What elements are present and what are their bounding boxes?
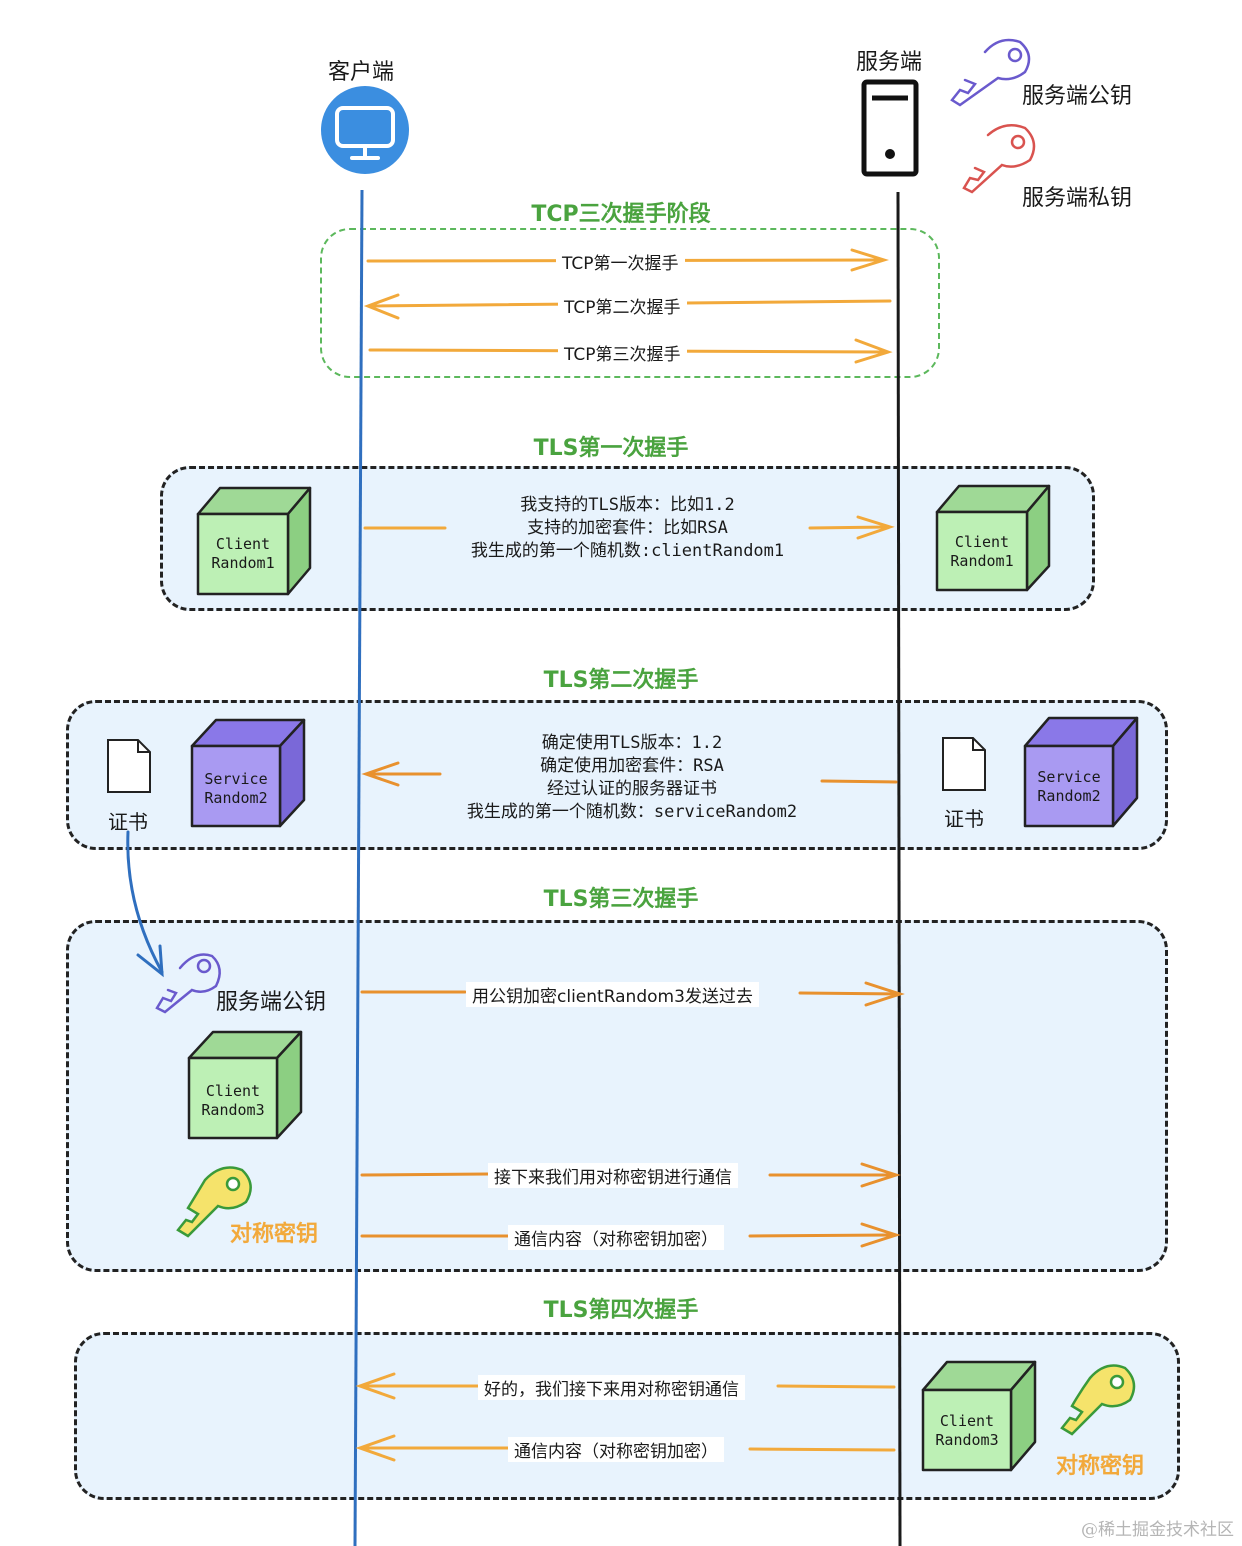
tls2-title: TLS第二次握手 — [543, 668, 699, 693]
tls3-public-key-label: 服务端公钥 — [216, 990, 327, 1015]
client-monitor-icon — [321, 86, 409, 174]
client-lifeline — [353, 189, 364, 1546]
cube-tls3 — [187, 1030, 303, 1140]
cube-text-line: Service — [1037, 768, 1101, 786]
tls1-line-1: 我支持的TLS版本：比如1.2 — [520, 495, 735, 515]
cube-tls1-right — [935, 484, 1051, 592]
cube-text-line: Random3 — [201, 1101, 265, 1119]
cube-text-line: Random1 — [950, 552, 1014, 570]
server-lifeline — [896, 191, 902, 1546]
cube-text-line: Random2 — [204, 789, 268, 807]
tls4-symmetric-key-icon — [1060, 1364, 1136, 1436]
cert-label-left: 证书 — [108, 810, 148, 834]
cube-text-line: Random2 — [1037, 787, 1101, 805]
cube-tls4 — [921, 1360, 1037, 1472]
public-key-icon — [950, 38, 1031, 107]
tls3-public-key-icon — [155, 953, 221, 1014]
cube-tls2-right — [1023, 716, 1139, 828]
tls1-title: TLS第一次握手 — [533, 436, 689, 461]
private-key-icon — [962, 123, 1036, 194]
public-key-label: 服务端公钥 — [1022, 84, 1133, 109]
cert-to-key-arrow — [126, 830, 164, 978]
cube-text-line: Random1 — [211, 554, 275, 572]
tcp-phase-box — [320, 228, 940, 378]
tls2-message: 确定使用TLS版本：1.2 确定使用加密套件：RSA 经过认证的服务器证书 我生… — [430, 732, 834, 824]
private-key-label: 服务端私钥 — [1022, 186, 1133, 211]
server-icon — [861, 79, 919, 177]
tls3-msg-1: 用公钥加密clientRandom3发送过去 — [466, 982, 759, 1007]
tls2-line-1: 确定使用TLS版本：1.2 — [541, 733, 723, 753]
tls4-symmetric-key-label: 对称密钥 — [1056, 1454, 1145, 1479]
cube-tls2-left — [190, 718, 306, 828]
tls4-title: TLS第四次握手 — [543, 1298, 699, 1323]
tls3-symmetric-key-label: 对称密钥 — [230, 1222, 319, 1247]
cube-tls2-right-label: Service Random2 — [1025, 768, 1113, 806]
cube-text-line: Client — [215, 535, 271, 553]
tls1-line-2: 支持的加密套件：比如RSA — [527, 518, 728, 538]
cube-tls2-left-label: Service Random2 — [192, 770, 280, 808]
tcp-msg-1: TCP第一次握手 — [556, 249, 685, 274]
cube-text-line: Random3 — [935, 1431, 999, 1449]
cert-doc-icon-right — [942, 737, 986, 791]
cube-tls3-label: Client Random3 — [189, 1082, 277, 1120]
tls1-line-3: 我生成的第一个随机数:clientRandom1 — [470, 541, 785, 561]
cube-tls1-right-label: Client Random1 — [937, 533, 1027, 571]
cube-tls1-left-label: Client Random1 — [198, 535, 288, 573]
tls4-msg-1: 好的，我们接下来用对称密钥通信 — [478, 1375, 745, 1400]
cube-text-line: Service — [204, 770, 268, 788]
tls3-msg-3: 通信内容（对称密钥加密） — [508, 1225, 724, 1250]
tls2-line-4: 我生成的第一个随机数：serviceRandom2 — [466, 802, 798, 822]
tls3-box — [66, 920, 1168, 1272]
cube-text-line: Client — [954, 533, 1010, 551]
tls1-message: 我支持的TLS版本：比如1.2 支持的加密套件：比如RSA 我生成的第一个随机数… — [440, 494, 815, 563]
tls3-msg-2: 接下来我们用对称密钥进行通信 — [488, 1163, 738, 1188]
cube-text-line: Client — [205, 1082, 261, 1100]
tls2-line-3: 经过认证的服务器证书 — [547, 779, 717, 799]
client-label: 客户端 — [328, 60, 395, 85]
tcp-title: TCP三次握手阶段 — [531, 202, 711, 227]
tls4-msg-2: 通信内容（对称密钥加密） — [508, 1437, 724, 1462]
cert-doc-icon-left — [107, 739, 151, 793]
tls3-symmetric-key-icon — [176, 1166, 252, 1238]
tls3-title: TLS第三次握手 — [543, 887, 699, 912]
tcp-msg-2: TCP第二次握手 — [558, 293, 687, 318]
cert-label-right: 证书 — [944, 807, 984, 831]
cube-text-line: Client — [939, 1412, 995, 1430]
tls2-line-2: 确定使用加密套件：RSA — [540, 756, 724, 776]
cube-tls1-left — [196, 486, 312, 596]
tcp-msg-3: TCP第三次握手 — [558, 340, 687, 365]
cube-tls4-label: Client Random3 — [923, 1412, 1011, 1450]
watermark: @稀土掘金技术社区 — [1081, 1520, 1234, 1540]
server-label: 服务端 — [856, 50, 923, 75]
